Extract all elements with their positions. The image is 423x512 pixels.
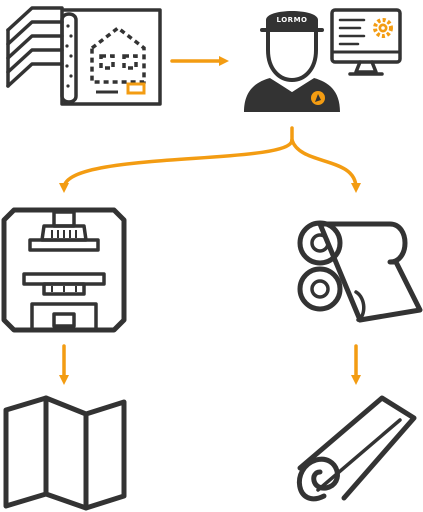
window-right: [122, 54, 138, 70]
paper-web: [317, 221, 423, 323]
house-plan-dashed: [90, 25, 146, 84]
roll-dots: [65, 24, 73, 88]
arrow-designer-to-press: [59, 138, 294, 193]
computer-monitor-icon: [330, 8, 402, 76]
arrow-designer-to-rollers: [290, 138, 361, 193]
screen-text-lines: [338, 18, 366, 46]
rolled-sheet-icon: [296, 395, 417, 502]
blueprint-stack-icon: [6, 6, 162, 106]
sheet-body: [297, 395, 417, 501]
split-arrow: [59, 126, 361, 193]
sheet-edge-line: [316, 418, 402, 492]
industrial-press-icon: [1, 207, 127, 333]
roll-spiral: [296, 456, 340, 502]
press-top: [52, 210, 76, 228]
press-frame: [1, 207, 127, 333]
top-roller-hub: [310, 233, 330, 253]
folded-map-icon: [3, 395, 127, 511]
top-roller: [297, 220, 343, 266]
bottom-roller-hub: [310, 279, 330, 299]
title-block-accent: [126, 82, 146, 95]
gear-icon: [373, 18, 393, 38]
badge-mark: [315, 94, 321, 102]
worker-cap: [266, 11, 318, 30]
roll-printing-machine-icon: [297, 220, 423, 323]
press-door: [52, 312, 76, 328]
monitor-screen: [330, 8, 402, 64]
cap-logo-text: LORMO: [277, 16, 308, 24]
worker-body: [244, 78, 340, 112]
monitor-stand: [354, 60, 378, 74]
press-upper-plate: [28, 238, 100, 252]
window-left: [99, 54, 115, 70]
stacked-sheets: [6, 6, 64, 88]
bottom-roller: [297, 266, 343, 312]
blueprint-roll-edge: [60, 12, 78, 104]
worker-face: [266, 28, 318, 83]
map-outline: [3, 395, 127, 511]
paper-curl: [354, 290, 366, 322]
designer-at-computer-icon: LORMO: [244, 11, 340, 112]
press-base: [30, 302, 98, 332]
press-lower-housing: [42, 282, 86, 296]
